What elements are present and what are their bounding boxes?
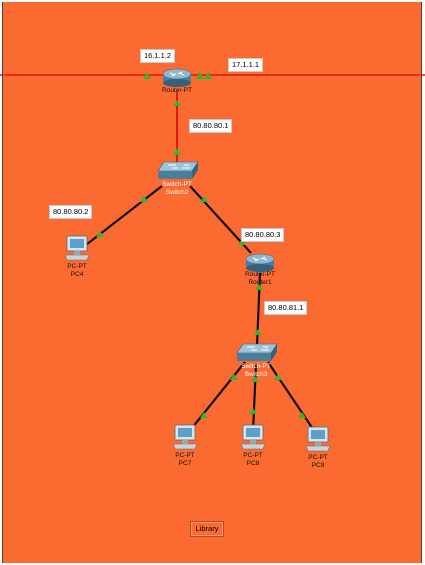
port-indicators <box>96 72 306 418</box>
port-indicator <box>196 72 204 79</box>
port-indicator <box>143 72 151 79</box>
link-switch2-pc4 <box>81 185 163 249</box>
link-switch3-pc9 <box>267 361 316 433</box>
port-indicator <box>96 231 104 237</box>
switch2-name: Switch2 <box>165 189 189 196</box>
switch3-type: Switch-PT <box>241 363 271 370</box>
switch2-label: Switch-PT Switch2 <box>162 181 192 197</box>
pc7-name: PC7 <box>178 460 192 467</box>
ip-label-router1-down: 80.80.81.1 <box>264 301 308 315</box>
port-indicator <box>173 148 181 155</box>
port-indicator <box>173 100 181 106</box>
port-indicator <box>204 72 212 79</box>
pc8-label: PC-PT PC8 <box>243 452 263 468</box>
pc9-icon[interactable] <box>305 426 331 452</box>
router1-name: Router1 <box>248 279 272 286</box>
pc9-name: PC9 <box>311 462 325 469</box>
ip-label-router0-down: 80.80.80.1 <box>189 119 233 133</box>
pc8-name: PC8 <box>246 460 260 467</box>
port-indicator <box>298 412 306 418</box>
library-button[interactable]: Library <box>190 521 224 537</box>
switch2-icon[interactable] <box>157 161 199 179</box>
port-indicator <box>249 408 257 414</box>
router0-label: Router-PT <box>162 87 192 95</box>
pc4-type: PC-PT <box>67 263 87 270</box>
port-indicator <box>251 376 259 382</box>
switch3-name: Switch3 <box>244 371 268 378</box>
pc9-label: PC-PT PC9 <box>308 454 328 470</box>
router0-icon[interactable] <box>162 68 192 87</box>
switch2-type: Switch-PT <box>162 181 192 188</box>
pc7-type: PC-PT <box>175 452 195 459</box>
port-indicator <box>200 196 208 202</box>
router1-label: Router-PT Router1 <box>245 271 275 287</box>
ip-label-router1-up: 80.80.80.3 <box>241 228 285 242</box>
port-indicator <box>255 284 263 290</box>
port-indicator <box>254 329 262 335</box>
ip-label-router0-left: 16.1.1.2 <box>140 49 176 63</box>
pc9-type: PC-PT <box>308 454 328 461</box>
pc4-name: PC4 <box>70 271 84 278</box>
router1-type: Router-PT <box>245 271 275 278</box>
port-indicator <box>238 239 246 245</box>
pc4-label: PC-PT PC4 <box>67 263 87 279</box>
pc8-icon[interactable] <box>240 424 266 450</box>
router0-type: Router-PT <box>162 87 192 94</box>
pc7-icon[interactable] <box>172 424 198 450</box>
port-indicator <box>274 374 282 380</box>
pc7-label: PC-PT PC7 <box>175 452 195 468</box>
port-indicator <box>200 412 208 418</box>
port-indicator <box>230 374 238 380</box>
ip-label-pc4: 80.80.80.2 <box>49 205 93 219</box>
pc8-type: PC-PT <box>243 452 263 459</box>
router1-icon[interactable] <box>245 253 275 272</box>
switch3-icon[interactable] <box>236 343 278 361</box>
port-indicator <box>140 196 148 202</box>
link-switch3-pc8 <box>251 363 258 433</box>
ip-label-router0-right: 17.1.1.1 <box>228 58 264 72</box>
link-switch3-pc7 <box>187 361 246 434</box>
switch3-label: Switch-PT Switch3 <box>241 363 271 379</box>
pc4-icon[interactable] <box>64 235 90 261</box>
